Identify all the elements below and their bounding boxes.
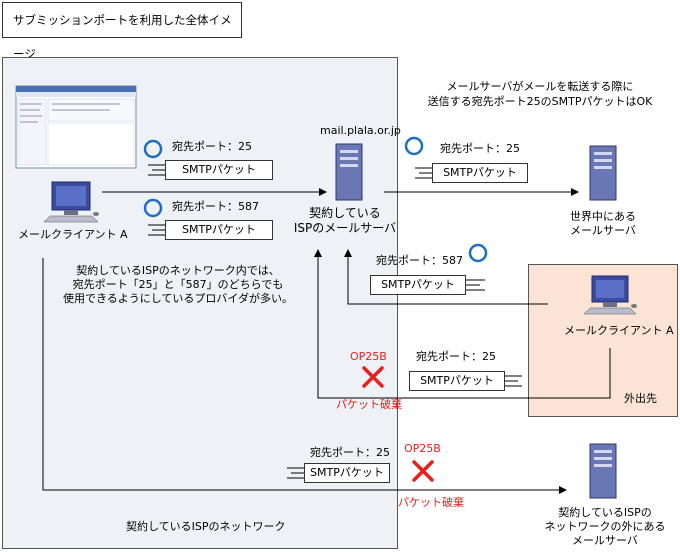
diagram-title: サブミッションポートを利用した全体イメージ — [2, 2, 242, 61]
block1-tag: OP25B — [350, 350, 387, 363]
packet5-port: 宛先ポート：25 — [416, 350, 496, 363]
packet1-port: 宛先ポート：25 — [172, 140, 252, 153]
packet2-smtp: SMTPパケット — [165, 220, 273, 240]
note-server-forward-line1: メールサーバがメールを転送する際に — [446, 80, 634, 93]
ok-circle-1 — [143, 139, 163, 159]
isp-server-hostname: mail.plala.or.jp — [320, 124, 401, 137]
note-server-forward-line2: 送信する宛先ポート25のSMTPパケットはOK — [427, 95, 653, 108]
arrow-outside-25-blocked — [314, 249, 611, 399]
block1-result: パケット破棄 — [336, 398, 402, 411]
external-server-label-line1: 契約しているISPの — [558, 506, 652, 519]
note-isp-inside-line1: 契約しているISPのネットワーク内では、 — [76, 264, 280, 277]
arrow-outside-587-to-isp-server — [344, 249, 548, 305]
server-icon-external — [589, 443, 617, 499]
world-server-label-line2: メールサーバ — [570, 224, 636, 237]
world-server-label-line1: 世界中にある — [570, 210, 636, 223]
packet4-smtp: SMTPパケット — [370, 275, 466, 295]
packet6-smtp: SMTPパケット — [304, 463, 390, 483]
packet3-smtp: SMTPパケット — [432, 163, 528, 183]
client-inside-label: メールクライアント A — [18, 228, 128, 241]
ok-circle-3 — [404, 136, 424, 156]
note-isp-inside-line2: 宛先ポート「25」と「587」のどちらでも — [72, 278, 284, 291]
server-icon-isp — [335, 143, 363, 201]
external-server-label-line2: ネットワークの外にある — [544, 520, 666, 533]
outside-label: 外出先 — [624, 392, 657, 405]
packet2-port: 宛先ポート：587 — [172, 200, 259, 213]
client-outside-label: メールクライアント A — [564, 324, 674, 337]
ok-circle-4 — [468, 243, 488, 263]
packet4-port: 宛先ポート：587 — [376, 254, 463, 267]
packet1-smtp: SMTPパケット — [165, 160, 273, 180]
block-x-2 — [412, 460, 434, 482]
block2-result: パケット破棄 — [398, 496, 464, 509]
mail-client-window-icon — [15, 85, 137, 169]
isp-server-label-line1: 契約している — [309, 206, 381, 220]
packet3-port: 宛先ポート：25 — [440, 142, 520, 155]
external-server-label-line3: メールサーバ — [572, 534, 638, 547]
arrow-client-to-external-server — [42, 258, 567, 494]
note-isp-inside-line3: 使用できるようにしているプロバイダが多い。 — [62, 292, 293, 305]
pc-icon-inside — [43, 181, 99, 223]
packet5-smtp: SMTPパケット — [409, 371, 505, 391]
packet6-port: 宛先ポート：25 — [310, 446, 390, 459]
pc-icon-outside — [583, 275, 637, 315]
isp-network-label: 契約しているISPのネットワーク — [126, 520, 286, 533]
block-x-1 — [362, 366, 384, 388]
isp-server-label-line2: ISPのメールサーバ — [293, 221, 397, 235]
ok-circle-2 — [143, 198, 163, 218]
block2-tag: OP25B — [404, 442, 441, 455]
server-icon-world — [589, 145, 617, 201]
